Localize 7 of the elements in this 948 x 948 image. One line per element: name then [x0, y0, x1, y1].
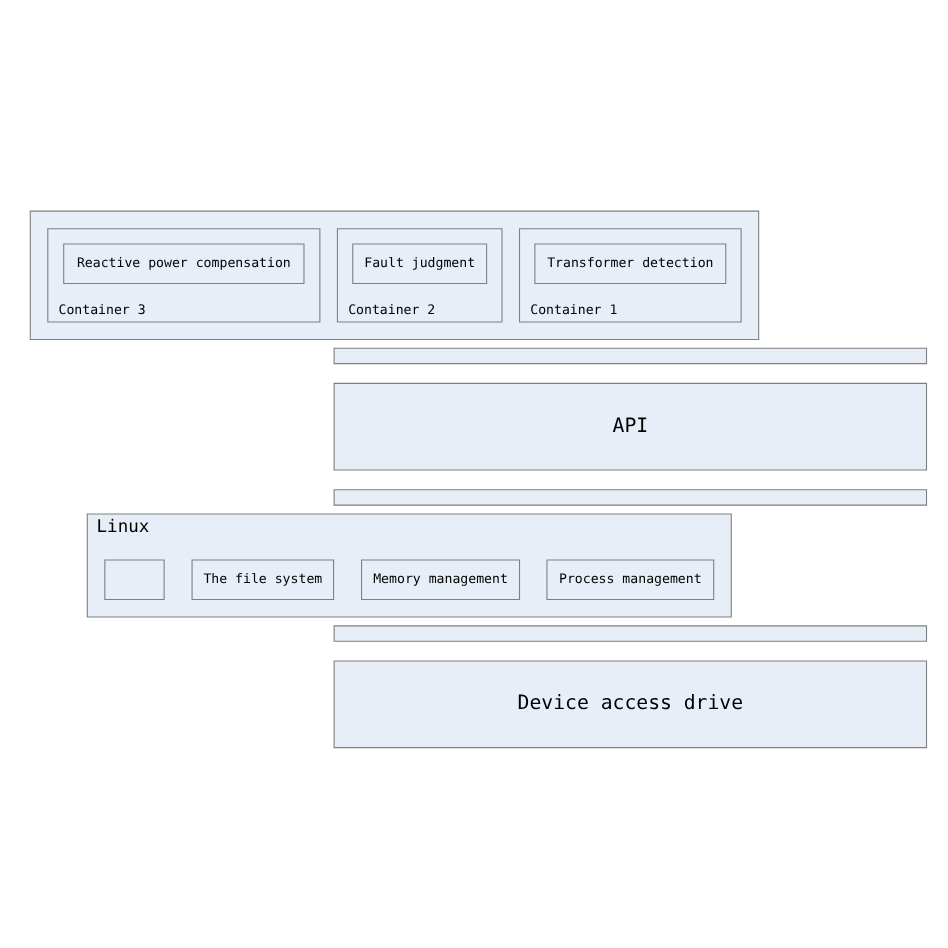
node-box: [104, 558, 165, 600]
node-box: API: [333, 381, 928, 470]
node-box: [333, 346, 928, 364]
cluster: [29, 209, 760, 340]
node-box: [333, 624, 928, 641]
node-box: Device access drive: [333, 659, 928, 748]
node-box: [333, 488, 928, 505]
